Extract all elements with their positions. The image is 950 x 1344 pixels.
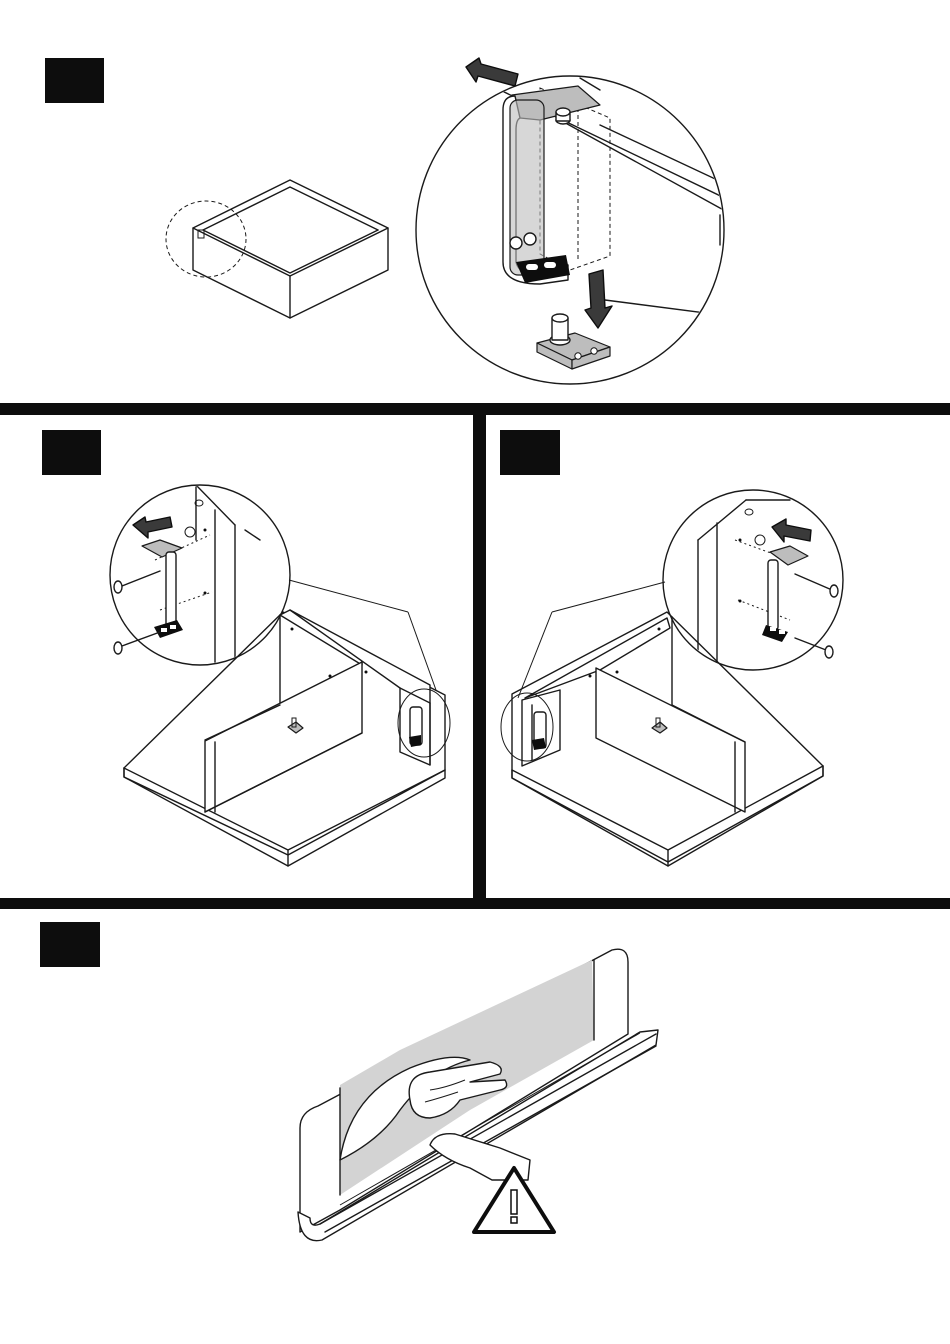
cabinet-base-left xyxy=(124,610,445,866)
screw-icon xyxy=(114,632,160,654)
step-4-panel xyxy=(40,922,658,1241)
push-arrow-icon xyxy=(772,519,811,542)
push-arrow-icon xyxy=(133,517,172,538)
push-down-arrow-icon xyxy=(585,270,612,328)
step-2-panel xyxy=(42,430,450,866)
cabinet-base-right xyxy=(512,612,823,866)
divider-vertical xyxy=(473,403,486,900)
corner-bracket-detail xyxy=(416,58,760,384)
drawer-box-illustration xyxy=(193,180,388,318)
warning-triangle-icon xyxy=(474,1168,554,1232)
screw-icon xyxy=(795,638,833,658)
front-rail-with-film xyxy=(298,949,658,1240)
step-1-panel xyxy=(45,58,760,384)
step-4-badge xyxy=(40,922,100,967)
step-3-badge xyxy=(500,430,560,475)
screw-icon xyxy=(795,574,838,597)
step-3-panel xyxy=(500,430,843,866)
screw-icon xyxy=(114,571,160,593)
divider-horizontal-bottom xyxy=(0,898,950,909)
step-2-badge xyxy=(42,430,101,475)
push-arrow-icon xyxy=(466,58,518,86)
step-1-badge xyxy=(45,58,104,103)
